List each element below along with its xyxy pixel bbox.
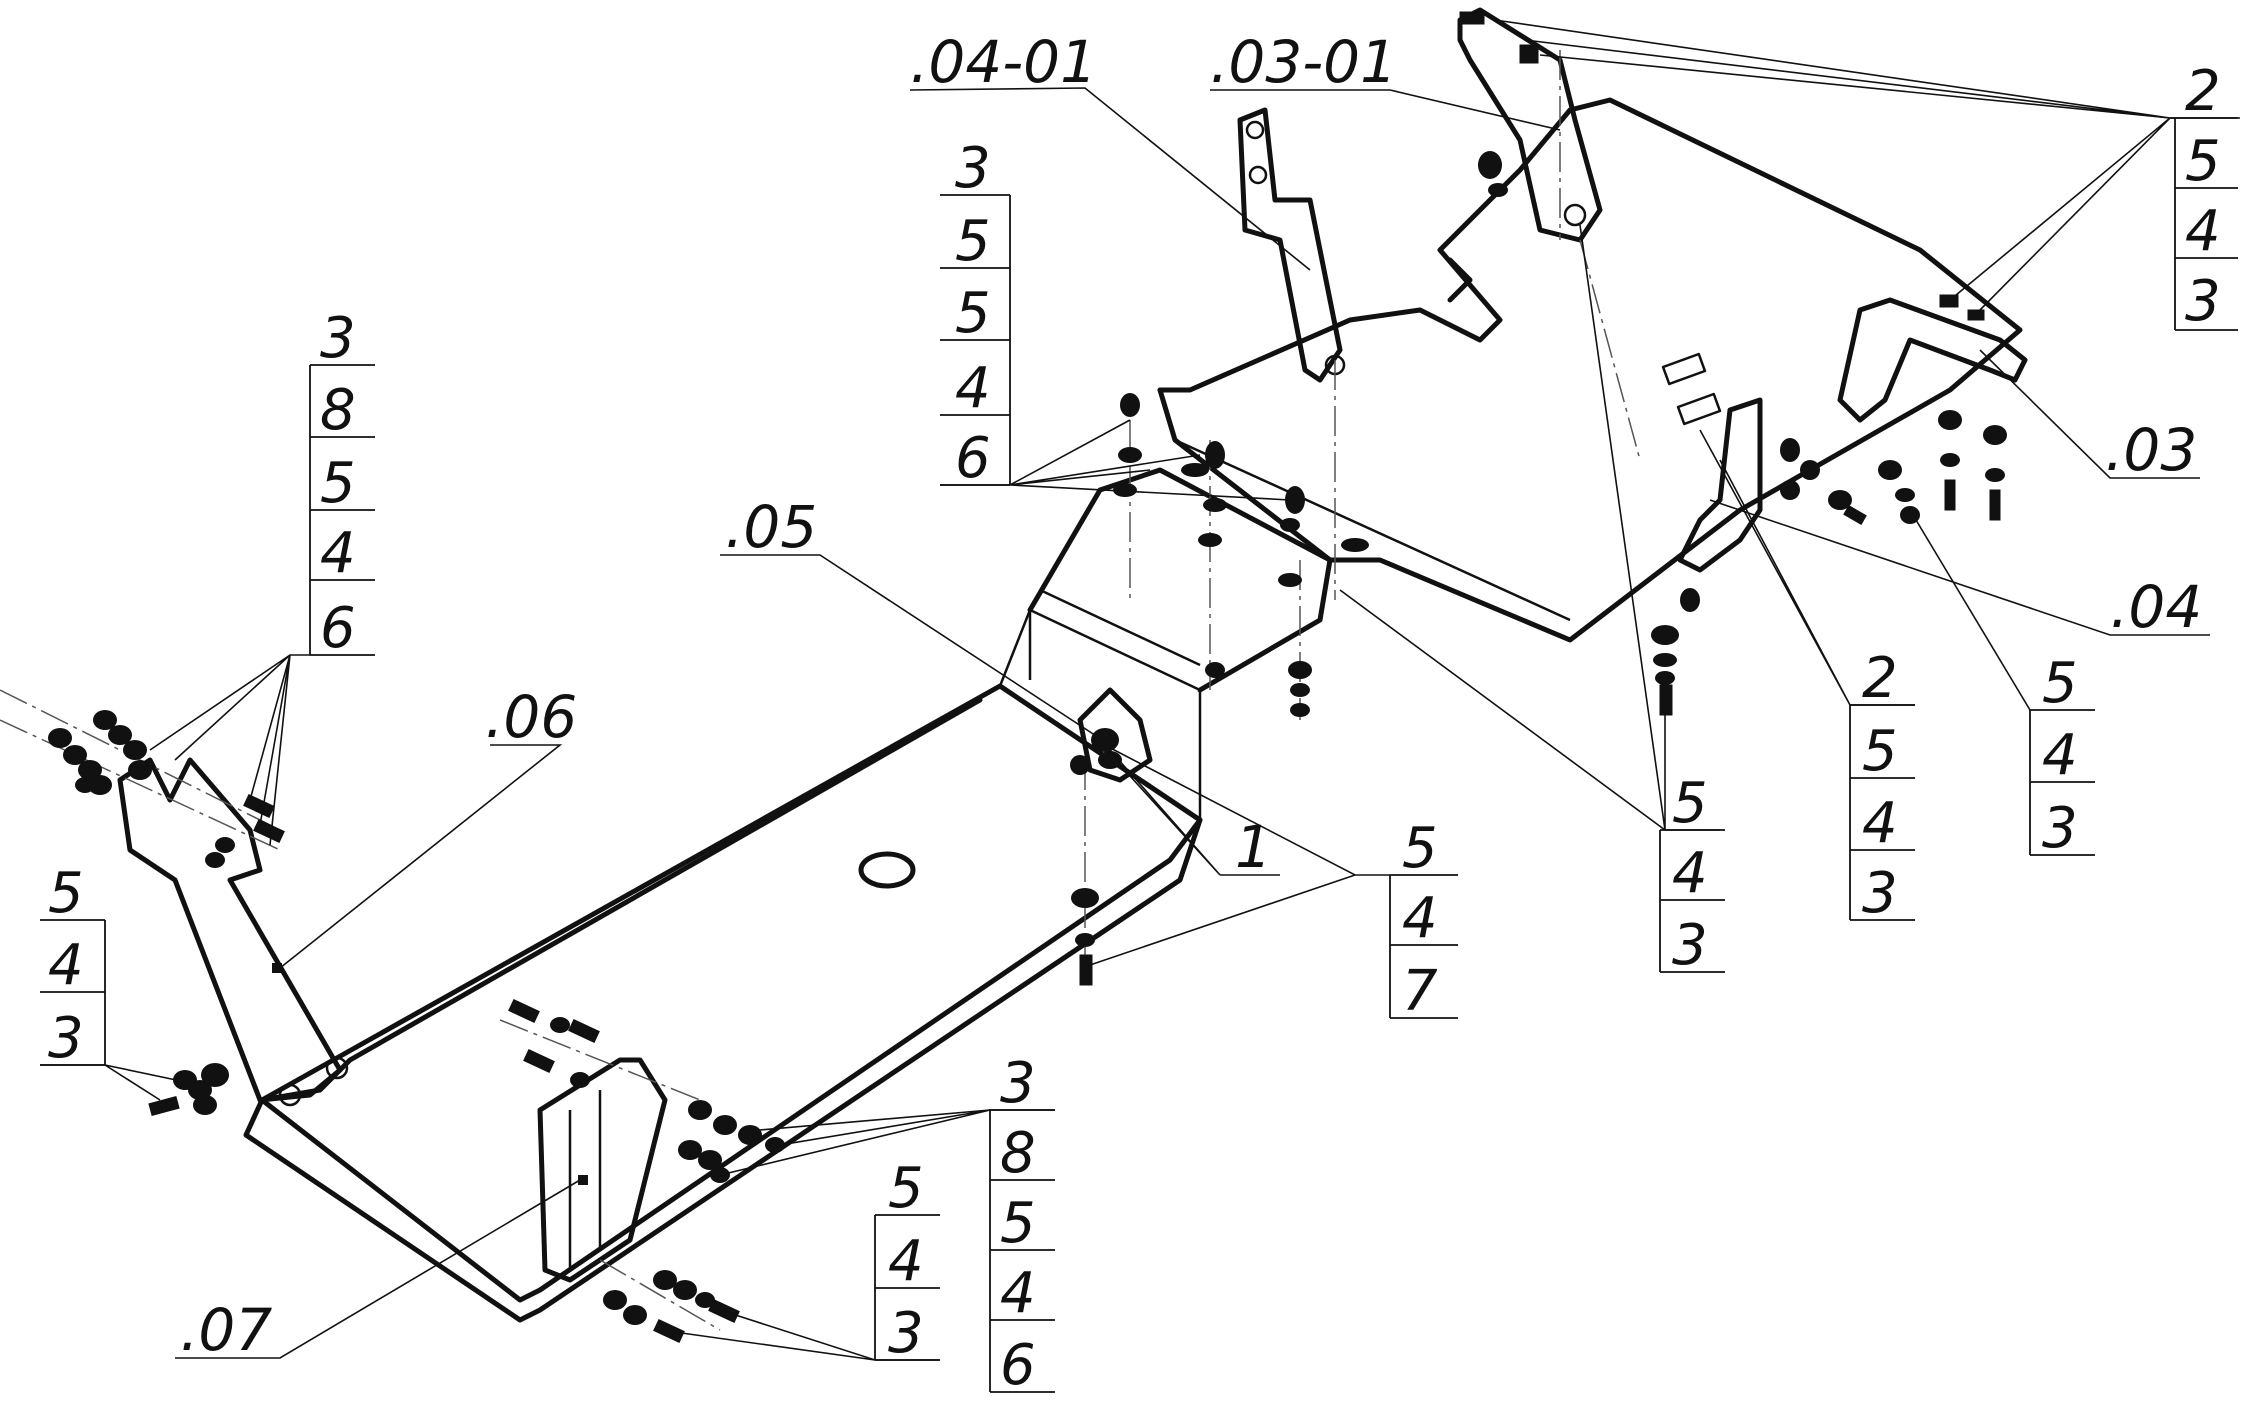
stack-left-item: 8 xyxy=(320,378,356,443)
fasteners xyxy=(48,11,2007,1344)
stack-bottom-mid-item: 3 xyxy=(1000,1051,1036,1116)
part-marker-06 xyxy=(272,963,282,973)
stack-top-right-item: 2 xyxy=(2185,59,2221,124)
stack-upper-mid-item: 4 xyxy=(955,356,991,421)
stack-bottom-small: 5 4 3 xyxy=(874,1156,940,1366)
stack-right-c-item: 3 xyxy=(2042,796,2078,861)
callout-06: .06 xyxy=(485,683,577,751)
stack-right-a: 5 4 3 xyxy=(1659,771,1725,978)
stack-bottom-mid-item: 5 xyxy=(1000,1191,1036,1256)
part-marker-07 xyxy=(578,1175,588,1185)
stack-upper-mid-item: 6 xyxy=(955,426,991,491)
stack-left-low-item: 3 xyxy=(48,1006,84,1071)
stack-right-b-item: 2 xyxy=(1862,646,1898,711)
bracket-07 xyxy=(537,1057,668,1283)
stack-right-a-item: 5 xyxy=(1672,771,1708,836)
stack-upper-mid-item: 5 xyxy=(955,281,991,346)
stack-bottom-small-item: 5 xyxy=(888,1156,924,1221)
stack-center-item: 5 xyxy=(1402,816,1438,881)
bracket-04 xyxy=(1661,352,1763,573)
stack-bottom-small-item: 3 xyxy=(888,1301,924,1366)
stack-left-item: 3 xyxy=(320,306,356,371)
stack-bottom-mid: 3 8 5 4 6 xyxy=(989,1051,1055,1398)
bracket-06 xyxy=(117,757,349,1107)
stack-left-item: 6 xyxy=(320,596,356,661)
bracket-03 xyxy=(1837,297,2028,423)
callout-03-01: .03-01 xyxy=(1210,28,1397,96)
stack-left-low-item: 4 xyxy=(48,933,84,998)
stack-right-c-item: 5 xyxy=(2042,651,2078,716)
upper-skid-plate-body xyxy=(1157,97,2023,643)
stack-top-right: 2 5 4 3 xyxy=(2170,59,2238,334)
stack-bottom-mid-item: 4 xyxy=(1000,1261,1036,1326)
stack-left-item: 4 xyxy=(320,521,356,586)
stack-upper-mid-item: 5 xyxy=(955,209,991,274)
stack-right-b: 2 5 4 3 xyxy=(1849,646,1915,926)
stack-right-b-item: 5 xyxy=(1862,719,1898,784)
stack-center-item: 7 xyxy=(1402,959,1438,1024)
callout-04: .04 xyxy=(2110,573,2202,641)
center-bracket xyxy=(1077,687,1153,783)
stack-right-a-item: 3 xyxy=(1672,913,1708,978)
part-callouts: .04-01 .03-01 .05 .06 .07 .03 .04 1 xyxy=(180,28,2202,1364)
stack-upper-mid-item: 3 xyxy=(955,136,991,201)
callout-03: .03 xyxy=(2105,416,2197,484)
stack-right-b-item: 3 xyxy=(1862,861,1898,926)
stack-top-right-item: 3 xyxy=(2185,269,2221,334)
stack-bottom-mid-item: 6 xyxy=(1000,1333,1036,1398)
stack-bottom-small-item: 4 xyxy=(888,1229,924,1294)
stack-top-right-item: 4 xyxy=(2185,199,2221,264)
stack-upper-mid: 3 5 5 4 6 xyxy=(940,136,1011,491)
center-hole xyxy=(858,851,916,889)
stack-left-low: 5 4 3 xyxy=(40,861,106,1071)
stack-center-item: 4 xyxy=(1402,886,1438,951)
stack-left-low-item: 5 xyxy=(48,861,84,926)
stack-center: 5 4 7 xyxy=(1389,816,1458,1024)
callout-05: .05 xyxy=(725,493,817,561)
front-skid-plate-body xyxy=(243,608,1203,1323)
stack-right-c: 5 4 3 xyxy=(2029,651,2095,861)
stack-right-a-item: 4 xyxy=(1672,841,1708,906)
stack-left: 3 8 5 4 6 xyxy=(309,306,375,661)
callout-07: .07 xyxy=(180,1296,272,1364)
leader-lines xyxy=(40,19,2240,1361)
stack-right-b-item: 4 xyxy=(1862,791,1898,856)
bracket-04-01 xyxy=(1237,107,1346,383)
stack-left-item: 5 xyxy=(320,451,356,516)
callout-04-01: .04-01 xyxy=(910,28,1097,96)
callout-1: 1 xyxy=(1235,813,1272,881)
stack-top-right-item: 5 xyxy=(2185,129,2221,194)
stack-bottom-mid-item: 8 xyxy=(1000,1121,1036,1186)
stack-right-c-item: 4 xyxy=(2042,723,2078,788)
